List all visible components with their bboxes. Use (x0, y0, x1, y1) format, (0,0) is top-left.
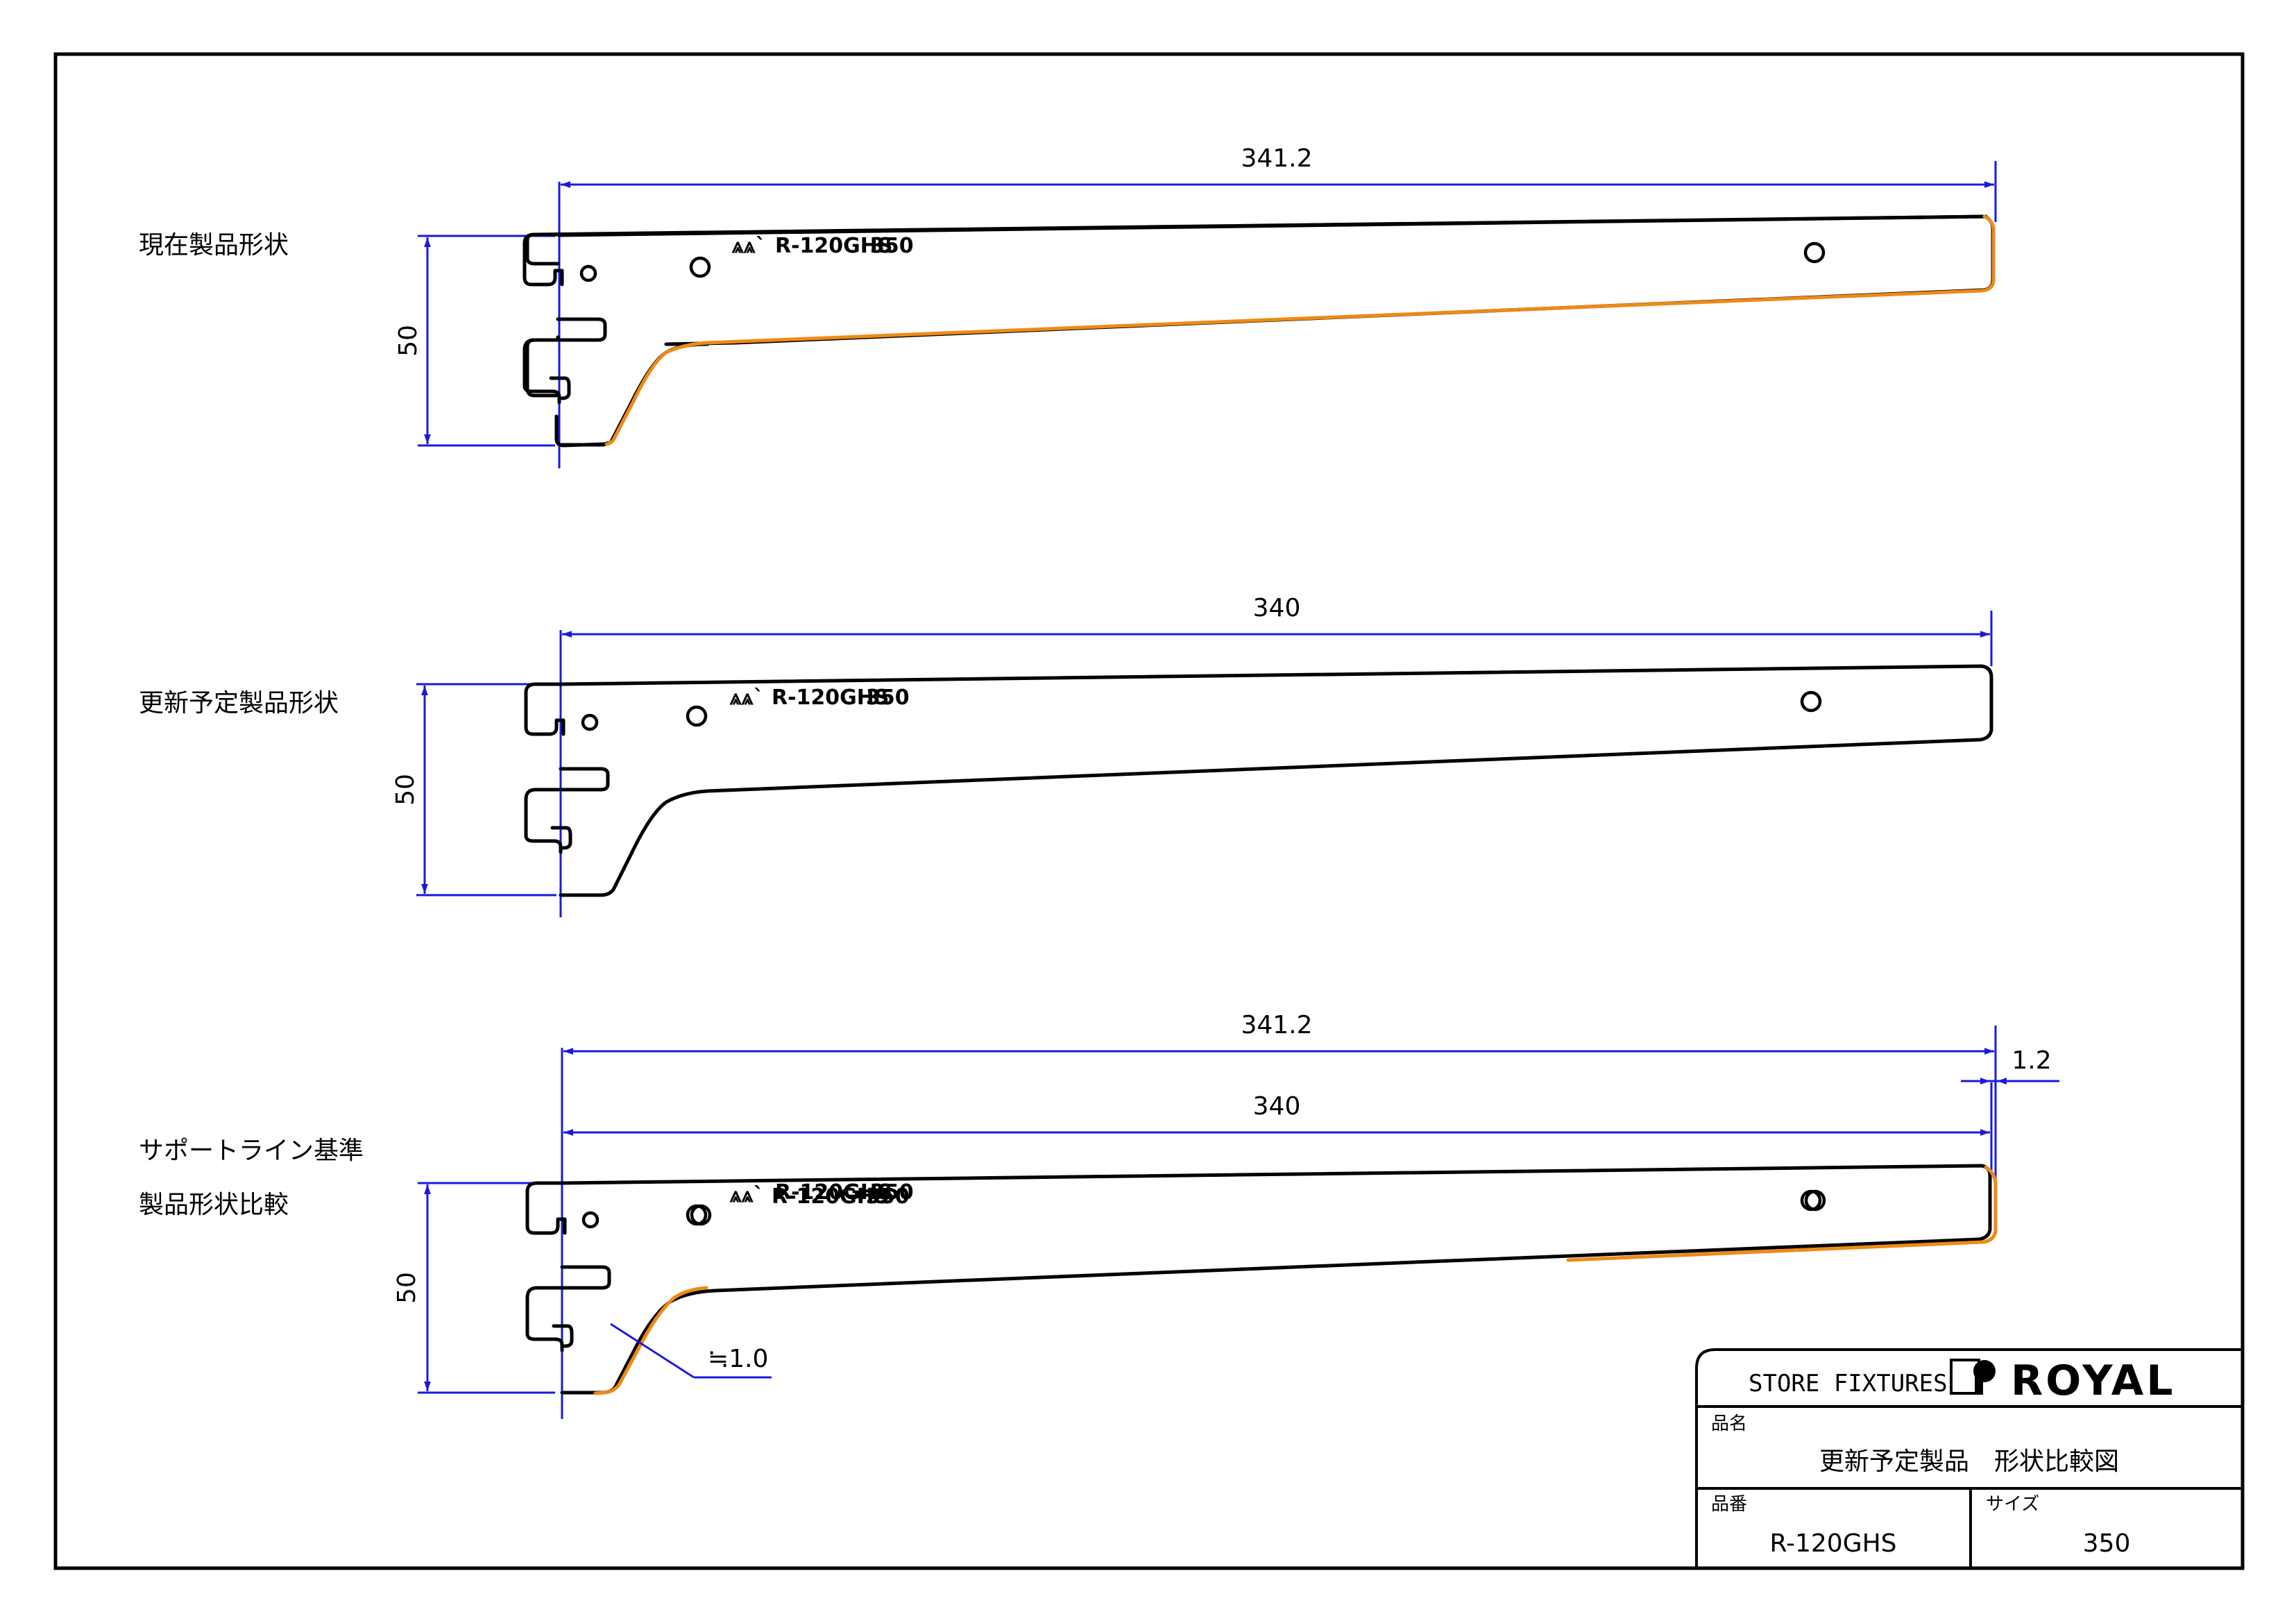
logo-mark: ⩓⩓` (732, 234, 766, 258)
tab-lower (550, 826, 572, 850)
keyhole-slot-upper (525, 1181, 567, 1235)
stamp-model: R-120GHS (775, 234, 893, 258)
dim-mid-height: 50 (391, 774, 420, 806)
old-edge-curve (593, 1286, 708, 1395)
hole-tip (1800, 690, 1822, 713)
name-label: 品名 (1711, 1413, 1747, 1434)
brand-tag: STORE FIXTURES (1749, 1370, 1948, 1397)
hole-tip (1803, 241, 1826, 264)
stamp-size-old: 350 (870, 1180, 914, 1205)
keyhole-slot-upper (524, 682, 566, 736)
tab-upper (560, 1265, 611, 1290)
old-edge-end (1566, 1165, 1998, 1262)
dim-bot-diff: 1.2 (2012, 1046, 2051, 1075)
comparison-view: サポートライン基準 製品形状比較 341.2 340 1.2 50 (139, 1011, 2059, 1419)
dim-bot-thickness: ≒1.0 (708, 1345, 768, 1373)
keyhole-slot-lower (522, 338, 561, 405)
royal-logo-icon (1950, 1359, 1996, 1395)
brand-logo: ROYAL (2011, 1357, 2175, 1405)
label-compare-line1: サポートライン基準 (139, 1137, 364, 1165)
stamp-size-new: 350 (866, 1184, 910, 1209)
hole-front-old (690, 1204, 712, 1226)
dim-bot-length-b: 340 (1253, 1092, 1301, 1121)
tab-lower (552, 1324, 574, 1348)
logo-mark: ⩓⩓` (730, 686, 764, 710)
planned-product-view: 更新予定製品形状 340 50 ⩓⩓` R-120GHS 350 (139, 594, 1993, 917)
dim-bot-height: 50 (393, 1272, 421, 1304)
hole-front (686, 705, 708, 727)
logo-mark: ⩓⩓` (730, 1183, 764, 1207)
stamp-model: R-120GHS (772, 686, 890, 710)
stamp-size: 350 (870, 234, 914, 258)
label-current-shape: 現在製品形状 (139, 231, 289, 260)
dim-mid-length: 340 (1253, 594, 1301, 622)
keyhole-slot-lower (524, 788, 563, 854)
current-product-view: 現在製品形状 341.2 50 ⩓⩓` R-120GHS 350 (139, 144, 1997, 468)
sheet-border (53, 52, 2245, 1570)
stamp-size: 350 (866, 686, 910, 710)
tab-upper (559, 767, 610, 792)
tab-upper (556, 317, 607, 342)
label-planned-shape: 更新予定製品形状 (139, 689, 339, 717)
hole-small (581, 713, 599, 731)
top-edge (557, 214, 1987, 237)
dim-thickness-leader (610, 1323, 695, 1379)
name-value: 更新予定製品 形状比較図 (1819, 1447, 2119, 1476)
stamp-model-new: R-120GHS (772, 1184, 890, 1209)
title-block: STORE FIXTURES ROYAL 品名 更新予定製品 形状比較図 品番 … (1695, 1348, 2243, 1568)
title-block-frame (1695, 1348, 2243, 1568)
dim-bot-length-a: 341.2 (1241, 1011, 1312, 1039)
size-label: サイズ (1986, 1494, 2039, 1515)
keyhole-slot-lower (525, 1286, 564, 1352)
tab-lower (549, 376, 571, 400)
keyhole-slot-upper (522, 232, 564, 287)
dim-top-height: 50 (394, 325, 423, 357)
size-value: 350 (2083, 1529, 2131, 1558)
part-value: R-120GHS (1769, 1529, 1896, 1558)
top-edge (559, 664, 1993, 897)
stamp-model-old: R-120GHS (775, 1180, 893, 1205)
hole-small (579, 264, 597, 282)
label-compare-line2: 製品形状比較 (139, 1191, 289, 1219)
part-label: 品番 (1711, 1494, 1747, 1515)
hole-tip-old (1804, 1189, 1826, 1212)
changed-edge (602, 214, 1996, 447)
hole-small (581, 1211, 599, 1229)
hole-front (689, 256, 711, 278)
dim-top-length: 341.2 (1241, 144, 1312, 173)
